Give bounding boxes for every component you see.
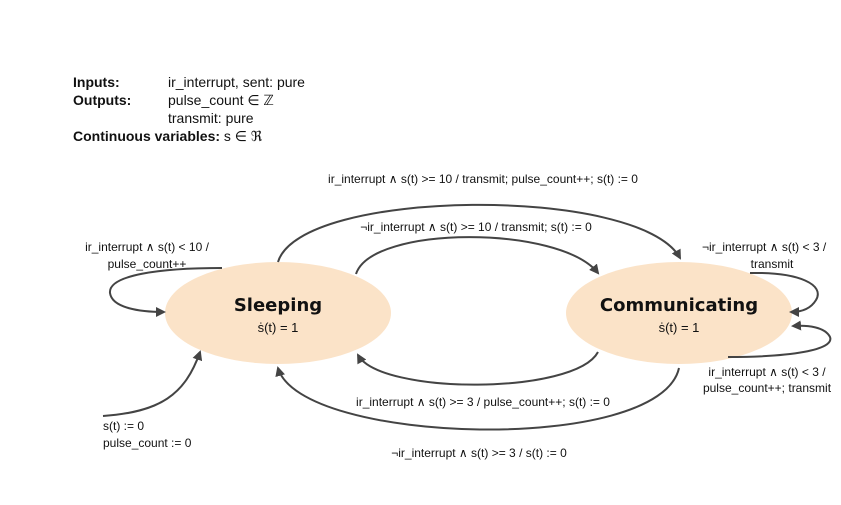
communicating-dynamics: ṡ(t) = 1 xyxy=(659,320,700,335)
edge-comm-self-top xyxy=(749,271,819,317)
outputs-value-2: transmit: pure xyxy=(168,110,254,126)
continuous-label: Continuous variables: xyxy=(73,128,221,144)
edge-top-outer xyxy=(277,203,681,263)
label-initial-1: s(t) := 0 xyxy=(103,419,144,433)
communicating-name: Communicating xyxy=(600,295,758,316)
declarations: Inputs: ir_interrupt, sent: pure Outputs:… xyxy=(73,73,305,145)
label-comm-self-bottom-2: pulse_count++; transmit xyxy=(703,381,832,395)
inputs-value: ir_interrupt, sent: pure xyxy=(168,74,305,90)
label-sleep-self-2: pulse_count++ xyxy=(108,257,187,271)
label-top-inner: ¬ir_interrupt ∧ s(t) >= 10 / transmit; s… xyxy=(360,220,592,234)
label-bottom-outer: ¬ir_interrupt ∧ s(t) >= 3 / s(t) := 0 xyxy=(391,446,567,460)
outputs-value-1: pulse_count ∈ ℤ xyxy=(168,92,274,108)
inputs-label: Inputs: xyxy=(73,74,120,90)
sleeping-dynamics: ṡ(t) = 1 xyxy=(258,320,299,335)
label-comm-self-bottom-1: ir_interrupt ∧ s(t) < 3 / xyxy=(708,365,826,379)
sleeping-name: Sleeping xyxy=(234,295,322,316)
edge-top-inner xyxy=(355,236,600,275)
label-sleep-self-1: ir_interrupt ∧ s(t) < 10 / xyxy=(85,240,209,254)
edge-initial xyxy=(102,350,203,417)
state-communicating[interactable] xyxy=(566,262,792,364)
label-top-outer: ir_interrupt ∧ s(t) >= 10 / transmit; pu… xyxy=(328,172,638,186)
label-initial-2: pulse_count := 0 xyxy=(103,436,192,450)
edge-sleep-self-loop xyxy=(108,267,223,317)
state-sleeping[interactable] xyxy=(165,262,391,364)
label-comm-self-top-1: ¬ir_interrupt ∧ s(t) < 3 / xyxy=(702,240,827,254)
edge-comm-self-bottom xyxy=(727,320,832,358)
edge-bottom-outer xyxy=(275,366,680,431)
label-comm-self-top-2: transmit xyxy=(751,257,794,271)
outputs-label: Outputs: xyxy=(73,92,132,108)
edge-bottom-inner xyxy=(357,351,599,386)
label-bottom-inner: ir_interrupt ∧ s(t) >= 3 / pulse_count++… xyxy=(356,395,610,409)
continuous-value: s ∈ ℜ xyxy=(223,128,263,144)
